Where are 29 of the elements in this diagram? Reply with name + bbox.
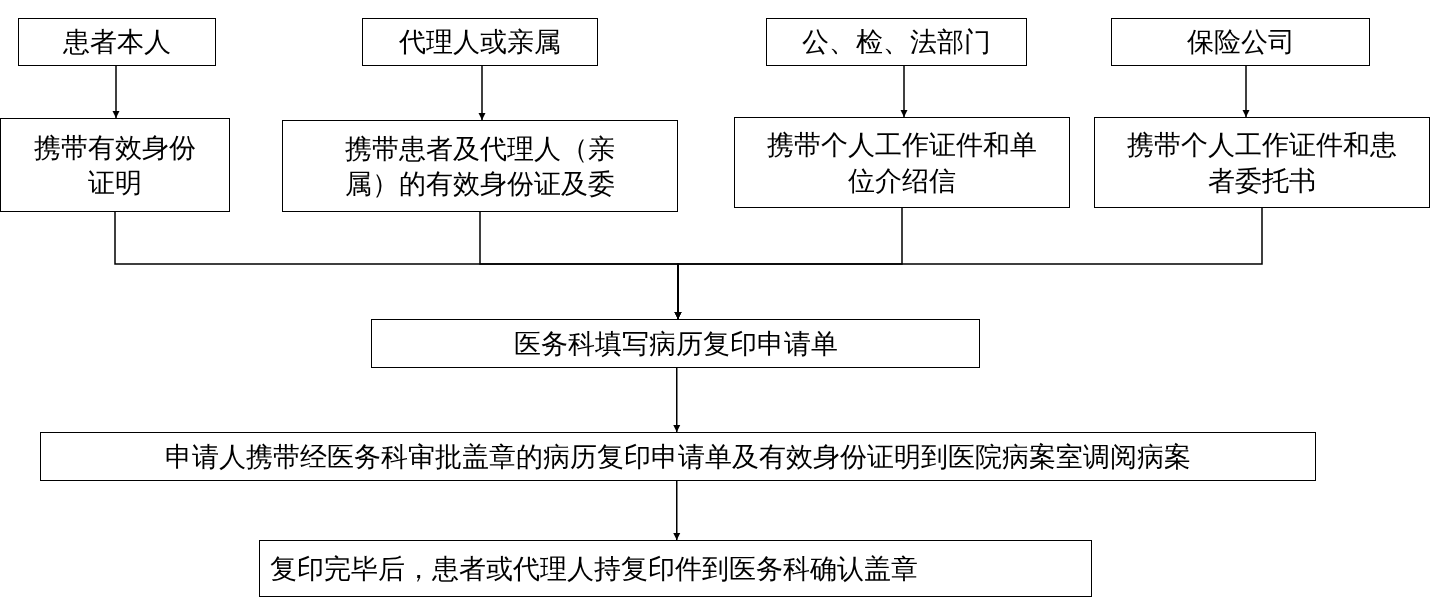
arrow [674,207,1263,320]
box-text: 携带患者及代理人（亲属）的有效身份证及委 [344,131,616,201]
box-text: 保险公司 [1186,25,1295,60]
box-text: 申请人携带经医务科审批盖章的病历复印申请单及有效身份证明到医院病案室调阅病案 [165,439,1191,474]
box-text: 携带个人工作证件和单位介绍信 [766,128,1038,198]
process-box [766,18,1027,66]
box-text: 患者本人 [63,25,171,60]
process-box [371,319,980,368]
box-text: 携带有效身份证明 [33,130,197,200]
process-box [1111,18,1370,66]
process-box [734,117,1070,208]
process-box [259,540,1092,597]
box-text: 医务科填写病历复印申请单 [513,326,838,361]
arrow [900,65,908,118]
box-text: 复印完毕后，患者或代理人持复印件到医务科确认盖章 [270,551,918,586]
process-box [18,18,216,66]
arrow [478,65,486,121]
arrow [112,65,120,119]
process-box [0,118,230,212]
box-text: 公、检、法部门 [802,25,991,60]
process-box [1094,117,1430,208]
arrow [673,367,681,433]
process-box [282,120,678,212]
box-text: 代理人或亲属 [399,25,561,60]
arrow [673,480,681,541]
process-box [40,432,1316,481]
process-box [362,18,598,66]
arrow [1242,65,1250,118]
box-text: 携带个人工作证件和患者委托书 [1126,128,1398,198]
